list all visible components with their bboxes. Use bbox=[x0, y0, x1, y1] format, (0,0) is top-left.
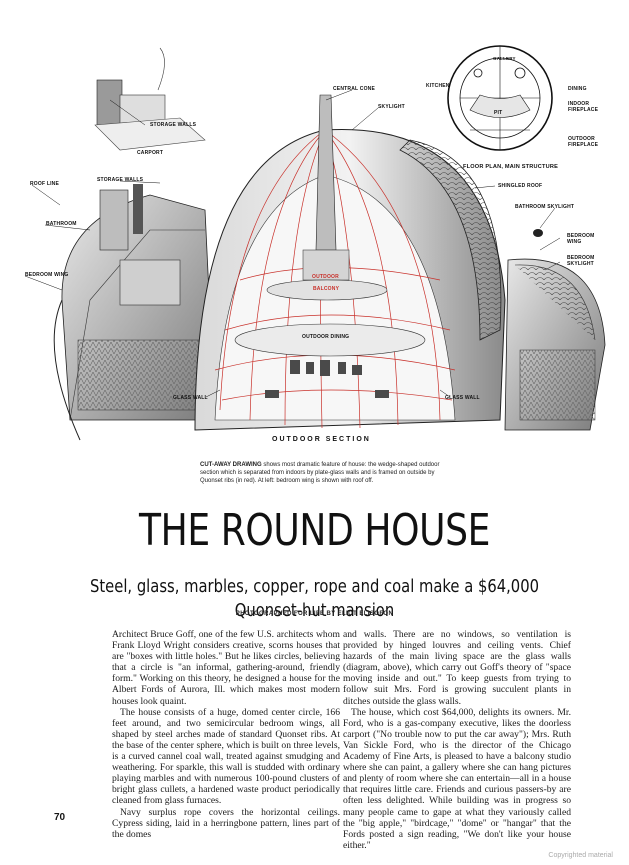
bathroom-skylight bbox=[533, 229, 543, 237]
paragraph: and walls. There are no windows, so vent… bbox=[343, 629, 571, 707]
body-column-2: and walls. There are no windows, so vent… bbox=[343, 629, 571, 851]
plan-label-pit: PIT bbox=[494, 110, 503, 116]
article-subtitle: Steel, glass, marbles, copper, rope and … bbox=[90, 576, 539, 621]
paragraph: The house, which cost $64,000, delights … bbox=[343, 706, 571, 851]
label-floor-plan: FLOOR PLAN, MAIN STRUCTURE bbox=[463, 164, 559, 170]
label-outdoor-dining: OUTDOOR DINING bbox=[302, 334, 350, 340]
paragraph: Navy surplus rope covers the horizontal … bbox=[112, 806, 340, 840]
article-title: THE ROUND HOUSE bbox=[138, 505, 491, 556]
label-central-cone: CENTRAL CONE bbox=[333, 86, 376, 92]
label-bedroom-wing-right: BEDROOM WING bbox=[567, 233, 595, 245]
paragraph: The house consists of a huge, domed cent… bbox=[112, 706, 340, 807]
label-shingled-roof: SHINGLED ROOF bbox=[498, 183, 543, 189]
label-outdoor-section: OUTDOOR SECTION bbox=[272, 436, 371, 443]
label-skylight: SKYLIGHT bbox=[378, 104, 405, 110]
label-bathroom-skylight: BATHROOM SKYLIGHT bbox=[515, 204, 575, 210]
label-bedroom-wing-left: BEDROOM WING bbox=[25, 272, 69, 278]
label-carport: CARPORT bbox=[137, 150, 164, 156]
plan-label-dining: DINING bbox=[568, 86, 587, 92]
plan-label-outdoor-fireplace: OUTDOOR FIREPLACE bbox=[568, 136, 599, 148]
label-outdoor: OUTDOOR bbox=[312, 274, 339, 280]
copyright-watermark: Copyrighted material bbox=[548, 852, 613, 859]
body-column-1: Architect Bruce Goff, one of the few U.S… bbox=[112, 629, 340, 840]
label-glass-wall-right: GLASS WALL bbox=[445, 395, 480, 401]
left-bedroom-wing bbox=[53, 184, 216, 441]
label-roof-line: ROOF LINE bbox=[30, 181, 60, 187]
label-bathroom: BATHROOM bbox=[46, 221, 77, 227]
photo-credit: PHOTOGRAPHED FOR LIFE BY ELIOT ELISOFON bbox=[235, 611, 394, 617]
page-number: 70 bbox=[54, 812, 66, 823]
label-glass-wall-left: GLASS WALL bbox=[173, 395, 208, 401]
plan-label-kitchen: KITCHEN bbox=[426, 83, 450, 89]
right-bedroom-wing bbox=[504, 229, 606, 431]
dining-furniture bbox=[265, 360, 389, 398]
caption-lead: CUT-AWAY DRAWING bbox=[200, 462, 262, 468]
paragraph: Architect Bruce Goff, one of the few U.S… bbox=[112, 629, 340, 707]
label-storage-walls-top: STORAGE WALLS bbox=[150, 122, 197, 128]
carport-structure bbox=[94, 47, 206, 151]
leader-lines bbox=[24, 89, 561, 398]
plan-label-indoor-fireplace: INDOOR FIREPLACE bbox=[568, 101, 599, 113]
main-dome bbox=[194, 94, 506, 431]
plan-label-gallery: GALLERY bbox=[493, 56, 516, 61]
label-bedroom-skylight: BEDROOM SKYLIGHT bbox=[567, 255, 595, 267]
caption-text: shows most dramatic feature of house: th… bbox=[200, 462, 440, 484]
figure-caption: CUT-AWAY DRAWING shows most dramatic fea… bbox=[200, 461, 452, 485]
cutaway-illustration bbox=[24, 45, 606, 441]
floor-plan bbox=[447, 45, 553, 151]
cutaway-drawing: CENTRAL CONE SKYLIGHT STORAGE WALLS CARP… bbox=[24, 45, 606, 443]
label-storage-walls-mid: STORAGE WALLS bbox=[97, 177, 144, 183]
label-balcony: BALCONY bbox=[313, 286, 340, 292]
